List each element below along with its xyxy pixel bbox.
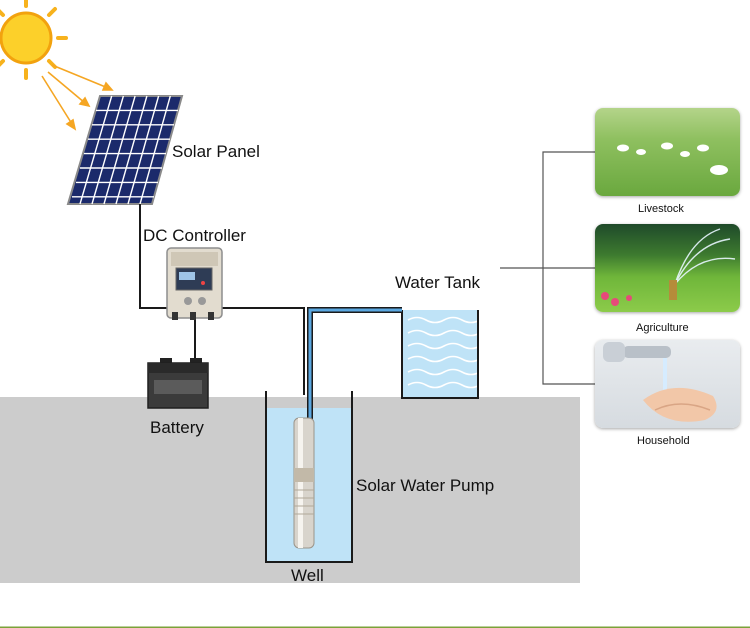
solar-water-pump-label: Solar Water Pump — [356, 476, 495, 495]
pump-icon — [293, 417, 315, 549]
livestock-photo — [595, 108, 740, 196]
sunlight-arrows — [41, 64, 114, 131]
distribution-lines — [500, 151, 595, 385]
use-label-household: Household — [637, 435, 690, 447]
use-label-agriculture: Agriculture — [636, 322, 689, 334]
water-pipe — [307, 307, 402, 420]
wires — [139, 204, 305, 395]
dc-controller-icon — [166, 247, 223, 320]
well-label: Well — [291, 566, 324, 585]
battery-label: Battery — [150, 418, 204, 437]
solar-panel-label: Solar Panel — [172, 142, 260, 161]
dc-controller-label: DC Controller — [143, 226, 246, 245]
water-tank-label: Water Tank — [395, 273, 481, 292]
sun-icon — [0, 0, 68, 80]
battery-icon — [147, 358, 209, 409]
solar-panel-icon — [66, 95, 184, 205]
water-tank-icon — [401, 310, 481, 399]
faucet-photo — [595, 340, 740, 428]
sprinkler-photo — [595, 224, 740, 312]
use-label-livestock: Livestock — [638, 203, 684, 215]
